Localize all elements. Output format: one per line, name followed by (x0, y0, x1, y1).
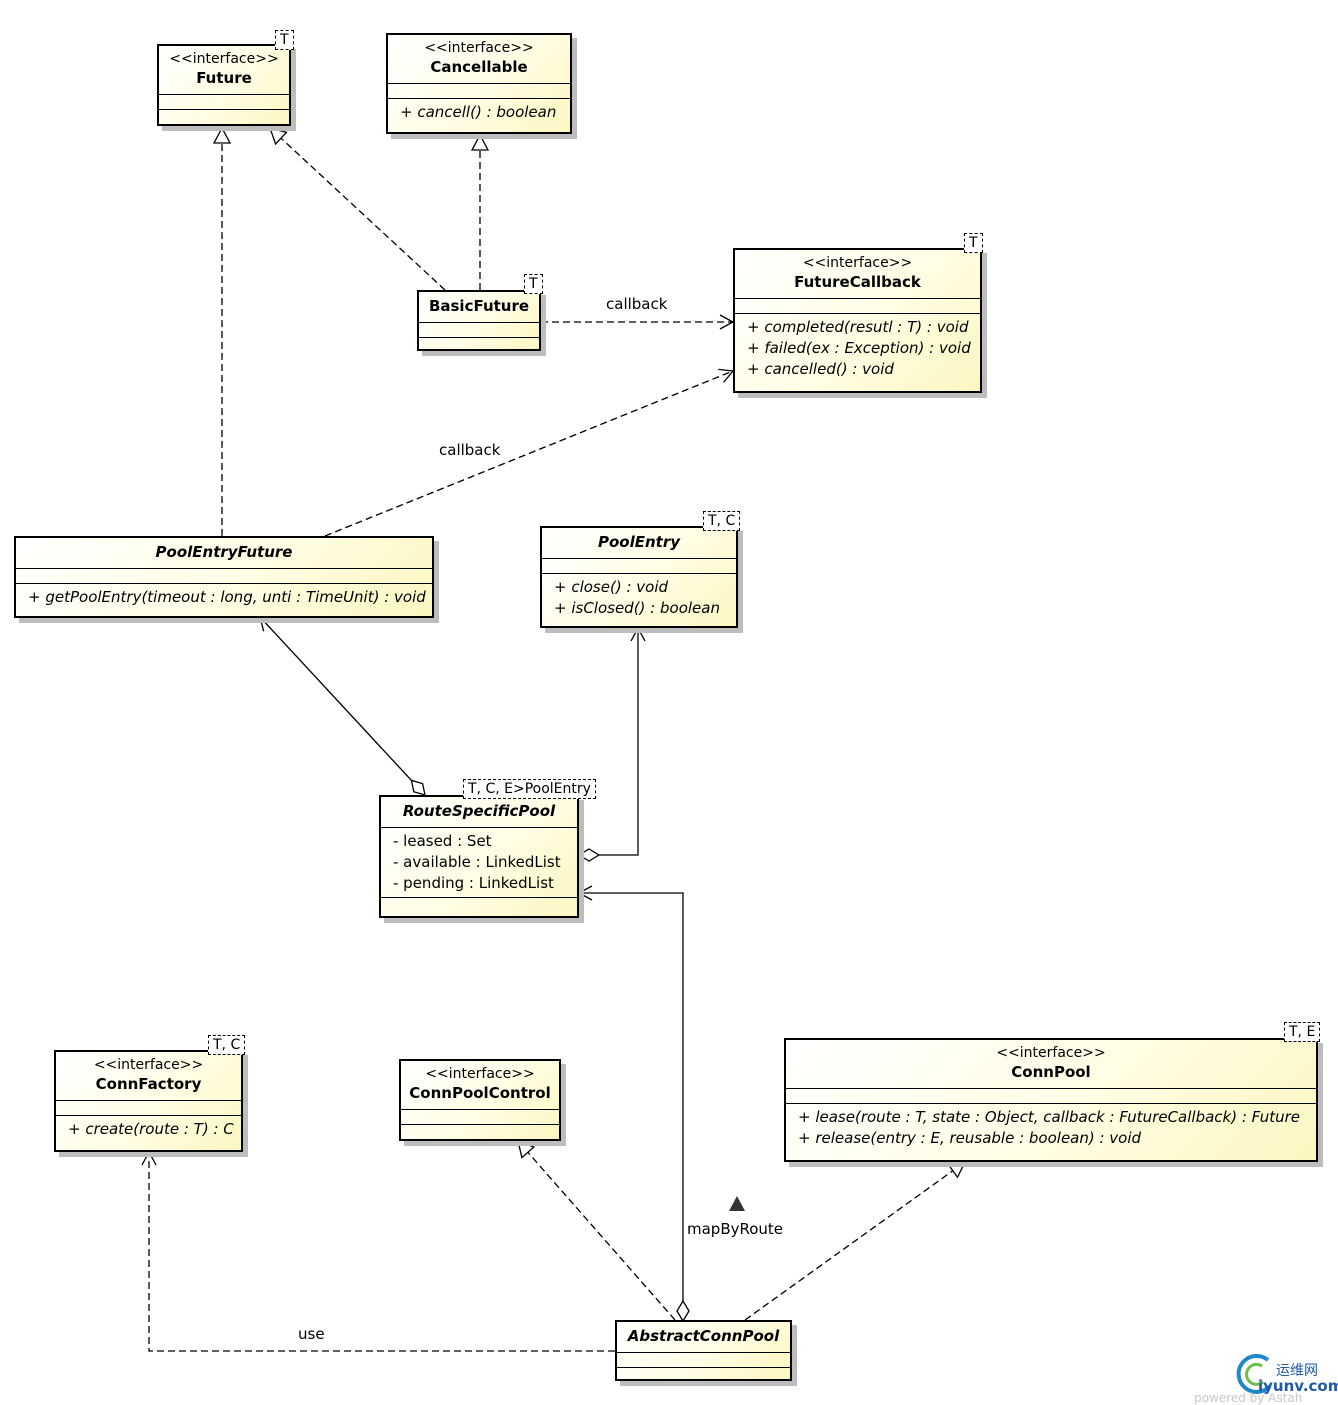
class-connfactory[interactable]: <<interface>> ConnFactory + create(route… (54, 1050, 243, 1152)
operations-compartment (159, 110, 289, 124)
class-name: AbstractConnPool (627, 1327, 780, 1345)
class-connpoolcontrol[interactable]: <<interface>> ConnPoolControl (399, 1059, 561, 1141)
operations-compartment: + lease(route : T, state : Object, callb… (786, 1104, 1316, 1152)
watermark-cn-text: 运维网 (1276, 1363, 1318, 1379)
stereotype: <<interface>> (169, 51, 279, 67)
edge-label-use: use (298, 1325, 325, 1343)
attributes-compartment (56, 1101, 241, 1116)
edge-routespecificpool-aggregates-poolentryfuture (260, 617, 425, 795)
edge-abstractconnpool-use-connfactory (141, 1150, 615, 1352)
direction-triangle-icon (729, 1196, 745, 1211)
watermark-domain: iyunv.com (1258, 1377, 1338, 1395)
class-abstractconnpool[interactable]: AbstractConnPool (615, 1320, 792, 1381)
template-parameter: T, E (1284, 1022, 1321, 1042)
class-name: BasicFuture (428, 297, 530, 315)
edge-abstractconnpool-maps-routespecificpool (579, 893, 683, 1321)
class-name: PoolEntryFuture (155, 543, 293, 561)
operation: + cancell() : boolean (400, 103, 557, 121)
class-name: ConnPool (1011, 1063, 1091, 1081)
edge-basicfuture-realizes-future (270, 128, 446, 291)
edge-abstractconnpool-realizes-connpoolcontrol (518, 1141, 676, 1321)
attributes-compartment (542, 559, 736, 574)
attributes-compartment (388, 84, 570, 99)
operation: + create(route : T) : C (68, 1120, 234, 1138)
class-name: Cancellable (430, 58, 528, 76)
operation: + completed(resutl : T) : void (747, 318, 969, 336)
watermark-logo-icon (1236, 1354, 1272, 1394)
stereotype: <<interface>> (424, 40, 534, 56)
operation: + isClosed() : boolean (554, 599, 720, 617)
operations-compartment: + close() : void + isClosed() : boolean (542, 574, 736, 622)
operations-compartment (401, 1125, 559, 1139)
class-name: ConnPoolControl (409, 1084, 551, 1102)
class-name: PoolEntry (597, 533, 681, 551)
watermark-powered: powered by Astah (1194, 1391, 1303, 1405)
operations-compartment (381, 898, 577, 912)
edge-routespecificpool-aggregates-poolentry (579, 628, 638, 855)
class-name: RouteSpecificPool (402, 802, 556, 820)
attributes-compartment (735, 299, 980, 314)
operations-compartment: + cancell() : boolean (388, 99, 570, 126)
attributes-compartment (159, 95, 289, 110)
operations-compartment: + getPoolEntry(timeout : long, unti : Ti… (16, 584, 432, 611)
class-name: FutureCallback (794, 273, 921, 291)
edge-label-callback: callback (439, 441, 501, 459)
attributes-compartment (786, 1089, 1316, 1104)
template-parameter: T, C (703, 511, 741, 531)
template-parameter: T, C (208, 1035, 246, 1055)
attribute: - available : LinkedList (393, 853, 561, 871)
template-parameter: T, C, E>PoolEntry (463, 779, 596, 799)
attribute: - leased : Set (393, 832, 492, 850)
operation: + release(entry : E, reusable : boolean)… (798, 1129, 1142, 1147)
operation: + close() : void (554, 578, 669, 596)
edge-abstractconnpool-realizes-connpool (744, 1162, 965, 1321)
attributes-compartment (419, 323, 539, 338)
operation: + lease(route : T, state : Object, callb… (798, 1108, 1300, 1126)
stereotype: <<interface>> (425, 1066, 535, 1082)
attributes-compartment: - leased : Set - available : LinkedList … (381, 828, 577, 898)
stereotype: <<interface>> (93, 1057, 204, 1073)
template-parameter: T (964, 233, 983, 253)
template-parameter: T (524, 274, 543, 294)
operation: + failed(ex : Exception) : void (747, 339, 971, 357)
template-parameter: T (275, 30, 294, 50)
operations-compartment: + completed(resutl : T) : void + failed(… (735, 314, 980, 383)
stereotype: <<interface>> (996, 1045, 1106, 1061)
operations-compartment (419, 338, 539, 352)
operation: + getPoolEntry(timeout : long, unti : Ti… (28, 588, 426, 606)
class-name: Future (196, 69, 252, 87)
class-basicfuture[interactable]: BasicFuture (417, 290, 541, 351)
class-routespecificpool[interactable]: RouteSpecificPool - leased : Set - avail… (379, 795, 579, 918)
class-poolentryfuture[interactable]: PoolEntryFuture + getPoolEntry(timeout :… (14, 536, 434, 618)
class-future[interactable]: <<interface>> Future (157, 44, 291, 126)
operations-compartment (617, 1368, 790, 1382)
operations-compartment: + create(route : T) : C (56, 1116, 241, 1143)
attributes-compartment (16, 569, 432, 584)
attribute: - pending : LinkedList (393, 874, 554, 892)
class-poolentry[interactable]: PoolEntry + close() : void + isClosed() … (540, 526, 738, 628)
edge-label-mapbyroute: mapByRoute (687, 1220, 784, 1238)
stereotype: <<interface>> (802, 255, 913, 271)
attributes-compartment (401, 1110, 559, 1125)
attributes-compartment (617, 1353, 790, 1368)
edge-poolentryfuture-callback (324, 368, 735, 537)
operation: + cancelled() : void (747, 360, 894, 378)
edge-label-callback: callback (606, 295, 668, 313)
class-futurecallback[interactable]: <<interface>> FutureCallback + completed… (733, 248, 982, 393)
class-connpool[interactable]: <<interface>> ConnPool + lease(route : T… (784, 1038, 1318, 1162)
class-name: ConnFactory (95, 1075, 202, 1093)
class-cancellable[interactable]: <<interface>> Cancellable + cancell() : … (386, 33, 572, 134)
